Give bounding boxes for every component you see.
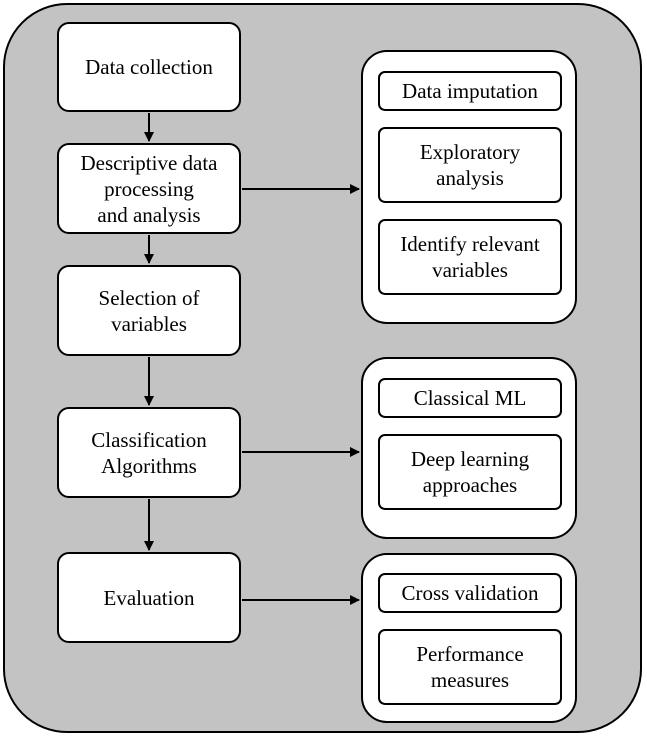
- item-classical-ml: Classical ML: [378, 378, 562, 418]
- item-data-imputation: Data imputation: [378, 71, 562, 111]
- step-descriptive-analysis: Descriptive data processing and analysis: [57, 143, 241, 234]
- step-selection-of-variables: Selection of variables: [57, 265, 241, 356]
- item-deep-learning-approaches: Deep learning approaches: [378, 434, 562, 510]
- item-exploratory-analysis: Exploratory analysis: [378, 127, 562, 203]
- step-classification-algorithms: Classification Algorithms: [57, 407, 241, 498]
- step-data-collection: Data collection: [57, 22, 241, 112]
- item-performance-measures: Performance measures: [378, 629, 562, 705]
- item-identify-relevant-variables: Identify relevant variables: [378, 219, 562, 295]
- item-cross-validation: Cross validation: [378, 573, 562, 613]
- step-evaluation: Evaluation: [57, 552, 241, 643]
